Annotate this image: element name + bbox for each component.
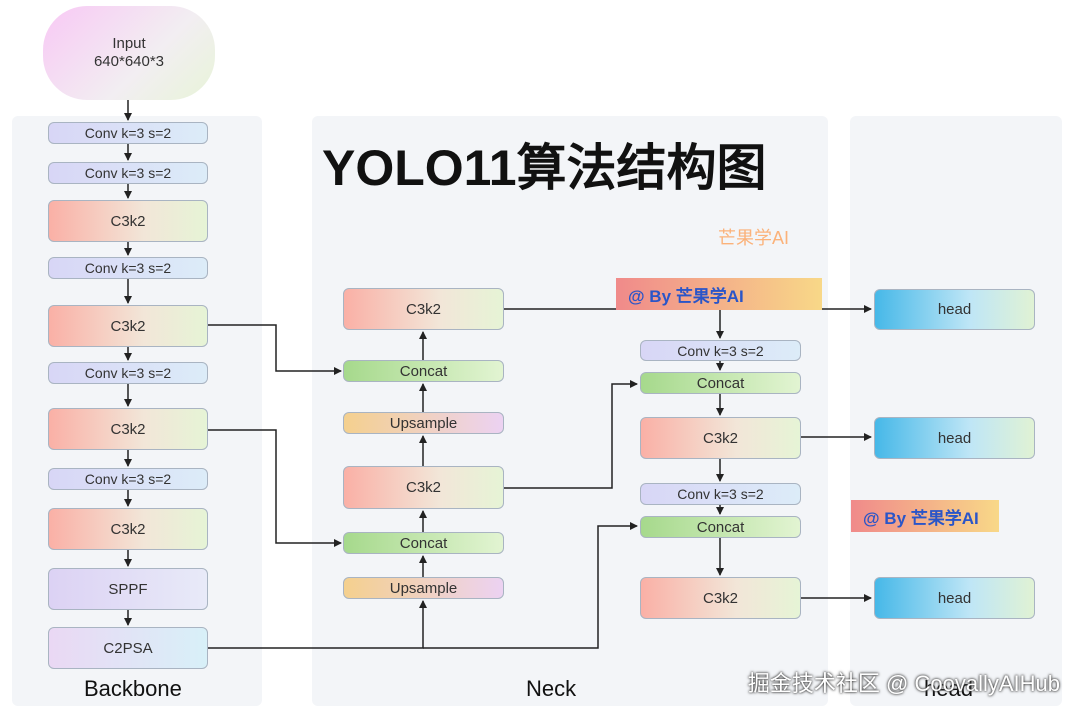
input-size: 640*640*3 [93, 53, 165, 70]
neck-c3k2-mid: C3k2 [343, 466, 504, 509]
backbone-conv-2: Conv k=3 s=2 [48, 162, 208, 184]
head-branch-concat-2: Concat [640, 516, 801, 538]
section-label-neck: Neck [526, 676, 577, 701]
detect-head-3: head [874, 577, 1035, 619]
head-branch-c3k2-2: C3k2 [640, 577, 801, 619]
neck-upsample-top: Upsample [343, 412, 504, 434]
input-node: Input 640*640*3 [43, 6, 215, 100]
head-branch-conv-2: Conv k=3 s=2 [640, 483, 801, 505]
backbone-sppf: SPPF [48, 568, 208, 610]
head-branch-conv-1: Conv k=3 s=2 [640, 340, 801, 361]
brand-text: 芒果学AI [718, 228, 790, 248]
neck-c3k2-top: C3k2 [343, 288, 504, 330]
backbone-c2psa: C2PSA [48, 627, 208, 669]
neck-upsample-bottom: Upsample [343, 577, 504, 599]
backbone-c3k2-4: C3k2 [48, 508, 208, 550]
neck-concat-top: Concat [343, 360, 504, 382]
backbone-conv-1: Conv k=3 s=2 [48, 122, 208, 144]
head-branch-concat-1: Concat [640, 372, 801, 394]
backbone-conv-4: Conv k=3 s=2 [48, 362, 208, 384]
backbone-c3k2-3: C3k2 [48, 408, 208, 450]
backbone-c3k2-1: C3k2 [48, 200, 208, 242]
head-branch-c3k2-1: C3k2 [640, 417, 801, 459]
author-badge-bottom: @ By 芒果学AI [851, 500, 999, 532]
backbone-conv-5: Conv k=3 s=2 [48, 468, 208, 490]
backbone-conv-3: Conv k=3 s=2 [48, 257, 208, 279]
section-label-head: head [924, 676, 973, 701]
detect-head-2: head [874, 417, 1035, 459]
watermark-text: 掘金技术社区 @ CoovallyAIHub [747, 671, 1060, 696]
neck-concat-bottom: Concat [343, 532, 504, 554]
backbone-c3k2-2: C3k2 [48, 305, 208, 347]
diagram-title: YOLO11算法结构图 [322, 140, 767, 196]
section-label-backbone: Backbone [84, 676, 182, 701]
detect-head-1: head [874, 289, 1035, 330]
author-badge-top: @ By 芒果学AI [616, 278, 822, 310]
input-label: Input [112, 35, 146, 52]
